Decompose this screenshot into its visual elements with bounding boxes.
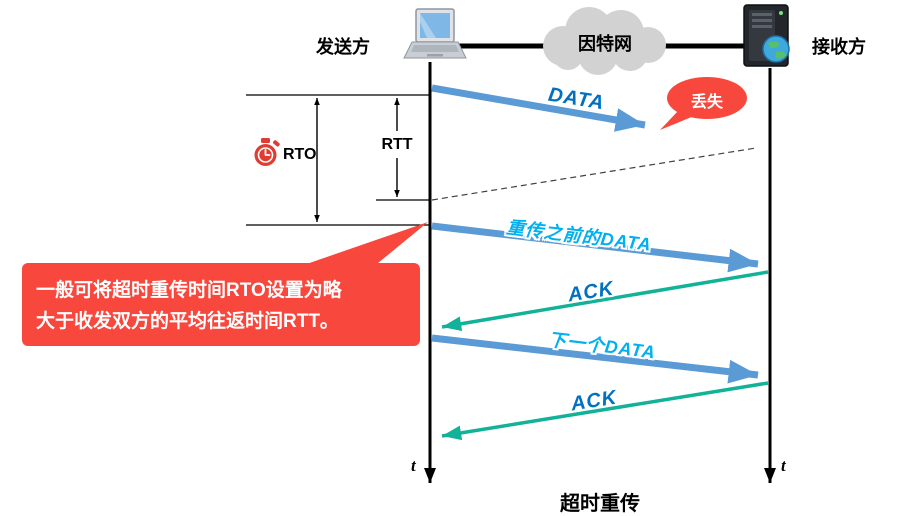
receiver-time-label: t [781,456,786,475]
laptop-icon [403,8,467,59]
expected-ack-dashed-line [431,147,757,201]
callout-note: 一般可将超时重传时间RTO设置为略 大于收发双方的平均往返时间RTT。 [36,276,416,338]
receiver-label: 接收方 [812,37,866,57]
rto-label: RTO [283,146,317,163]
diagram-title: 超时重传 [560,493,640,515]
callout-shape [22,222,428,346]
lost-bubble [660,77,747,130]
data-arrow-lost [431,84,646,132]
ack2-arrow [441,381,769,441]
retransmitted-data-arrow [431,222,759,273]
sender-time-label: t [411,456,416,475]
rtt-label: RTT [381,136,413,153]
server-icon [743,4,790,67]
stopwatch-icon [254,138,280,166]
callout-line1: 一般可将超时重传时间RTO设置为略 [36,280,342,301]
callout-line2: 大于收发双方的平均往返时间RTT。 [36,310,339,332]
next-data-arrow [431,334,759,384]
internet-cloud-icon [543,7,666,75]
internet-label: 因特网 [578,34,632,54]
lost-label: 丢失 [690,94,723,111]
ack1-arrow [441,270,769,332]
sender-label: 发送方 [316,37,370,57]
